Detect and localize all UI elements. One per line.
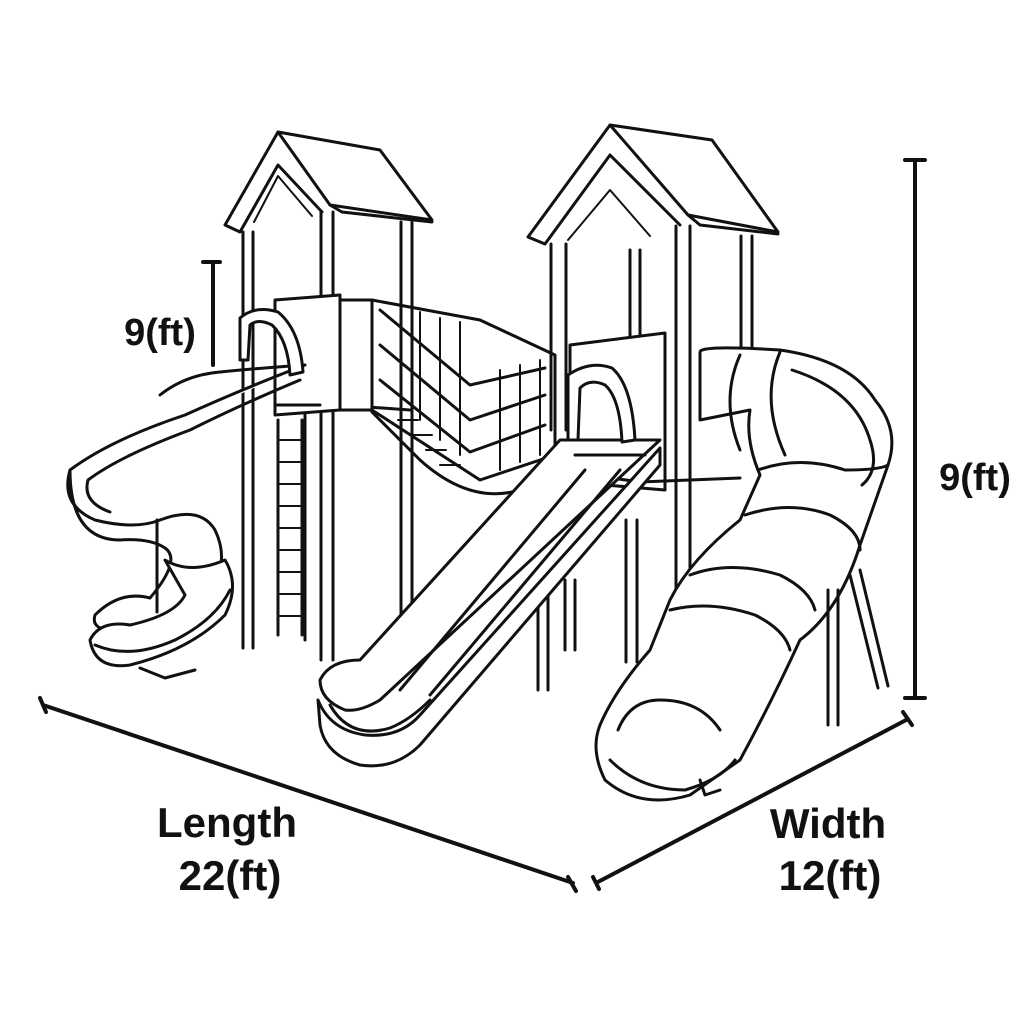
total-height-line — [903, 158, 927, 700]
ladder — [276, 418, 304, 637]
total-height-label: 9(ft) — [939, 457, 1011, 499]
bridge — [338, 298, 557, 496]
right-tower-posts — [536, 224, 754, 692]
straight-slide — [316, 363, 662, 768]
left-tower-posts — [241, 210, 414, 662]
length-label: Length — [157, 799, 297, 846]
width-value: 12(ft) — [779, 852, 882, 899]
width-label: Width — [770, 800, 886, 847]
platform-height-line — [201, 260, 222, 367]
spiral-slide — [66, 308, 307, 680]
dimension-lines — [38, 158, 927, 893]
width-line — [591, 710, 914, 891]
length-value: 22(ft) — [179, 852, 282, 899]
tube-slide — [594, 346, 894, 802]
length-line — [38, 696, 578, 893]
right-tower-roof — [526, 123, 780, 246]
left-tower-roof — [223, 130, 434, 234]
platform-height-label: 9(ft) — [124, 312, 196, 354]
